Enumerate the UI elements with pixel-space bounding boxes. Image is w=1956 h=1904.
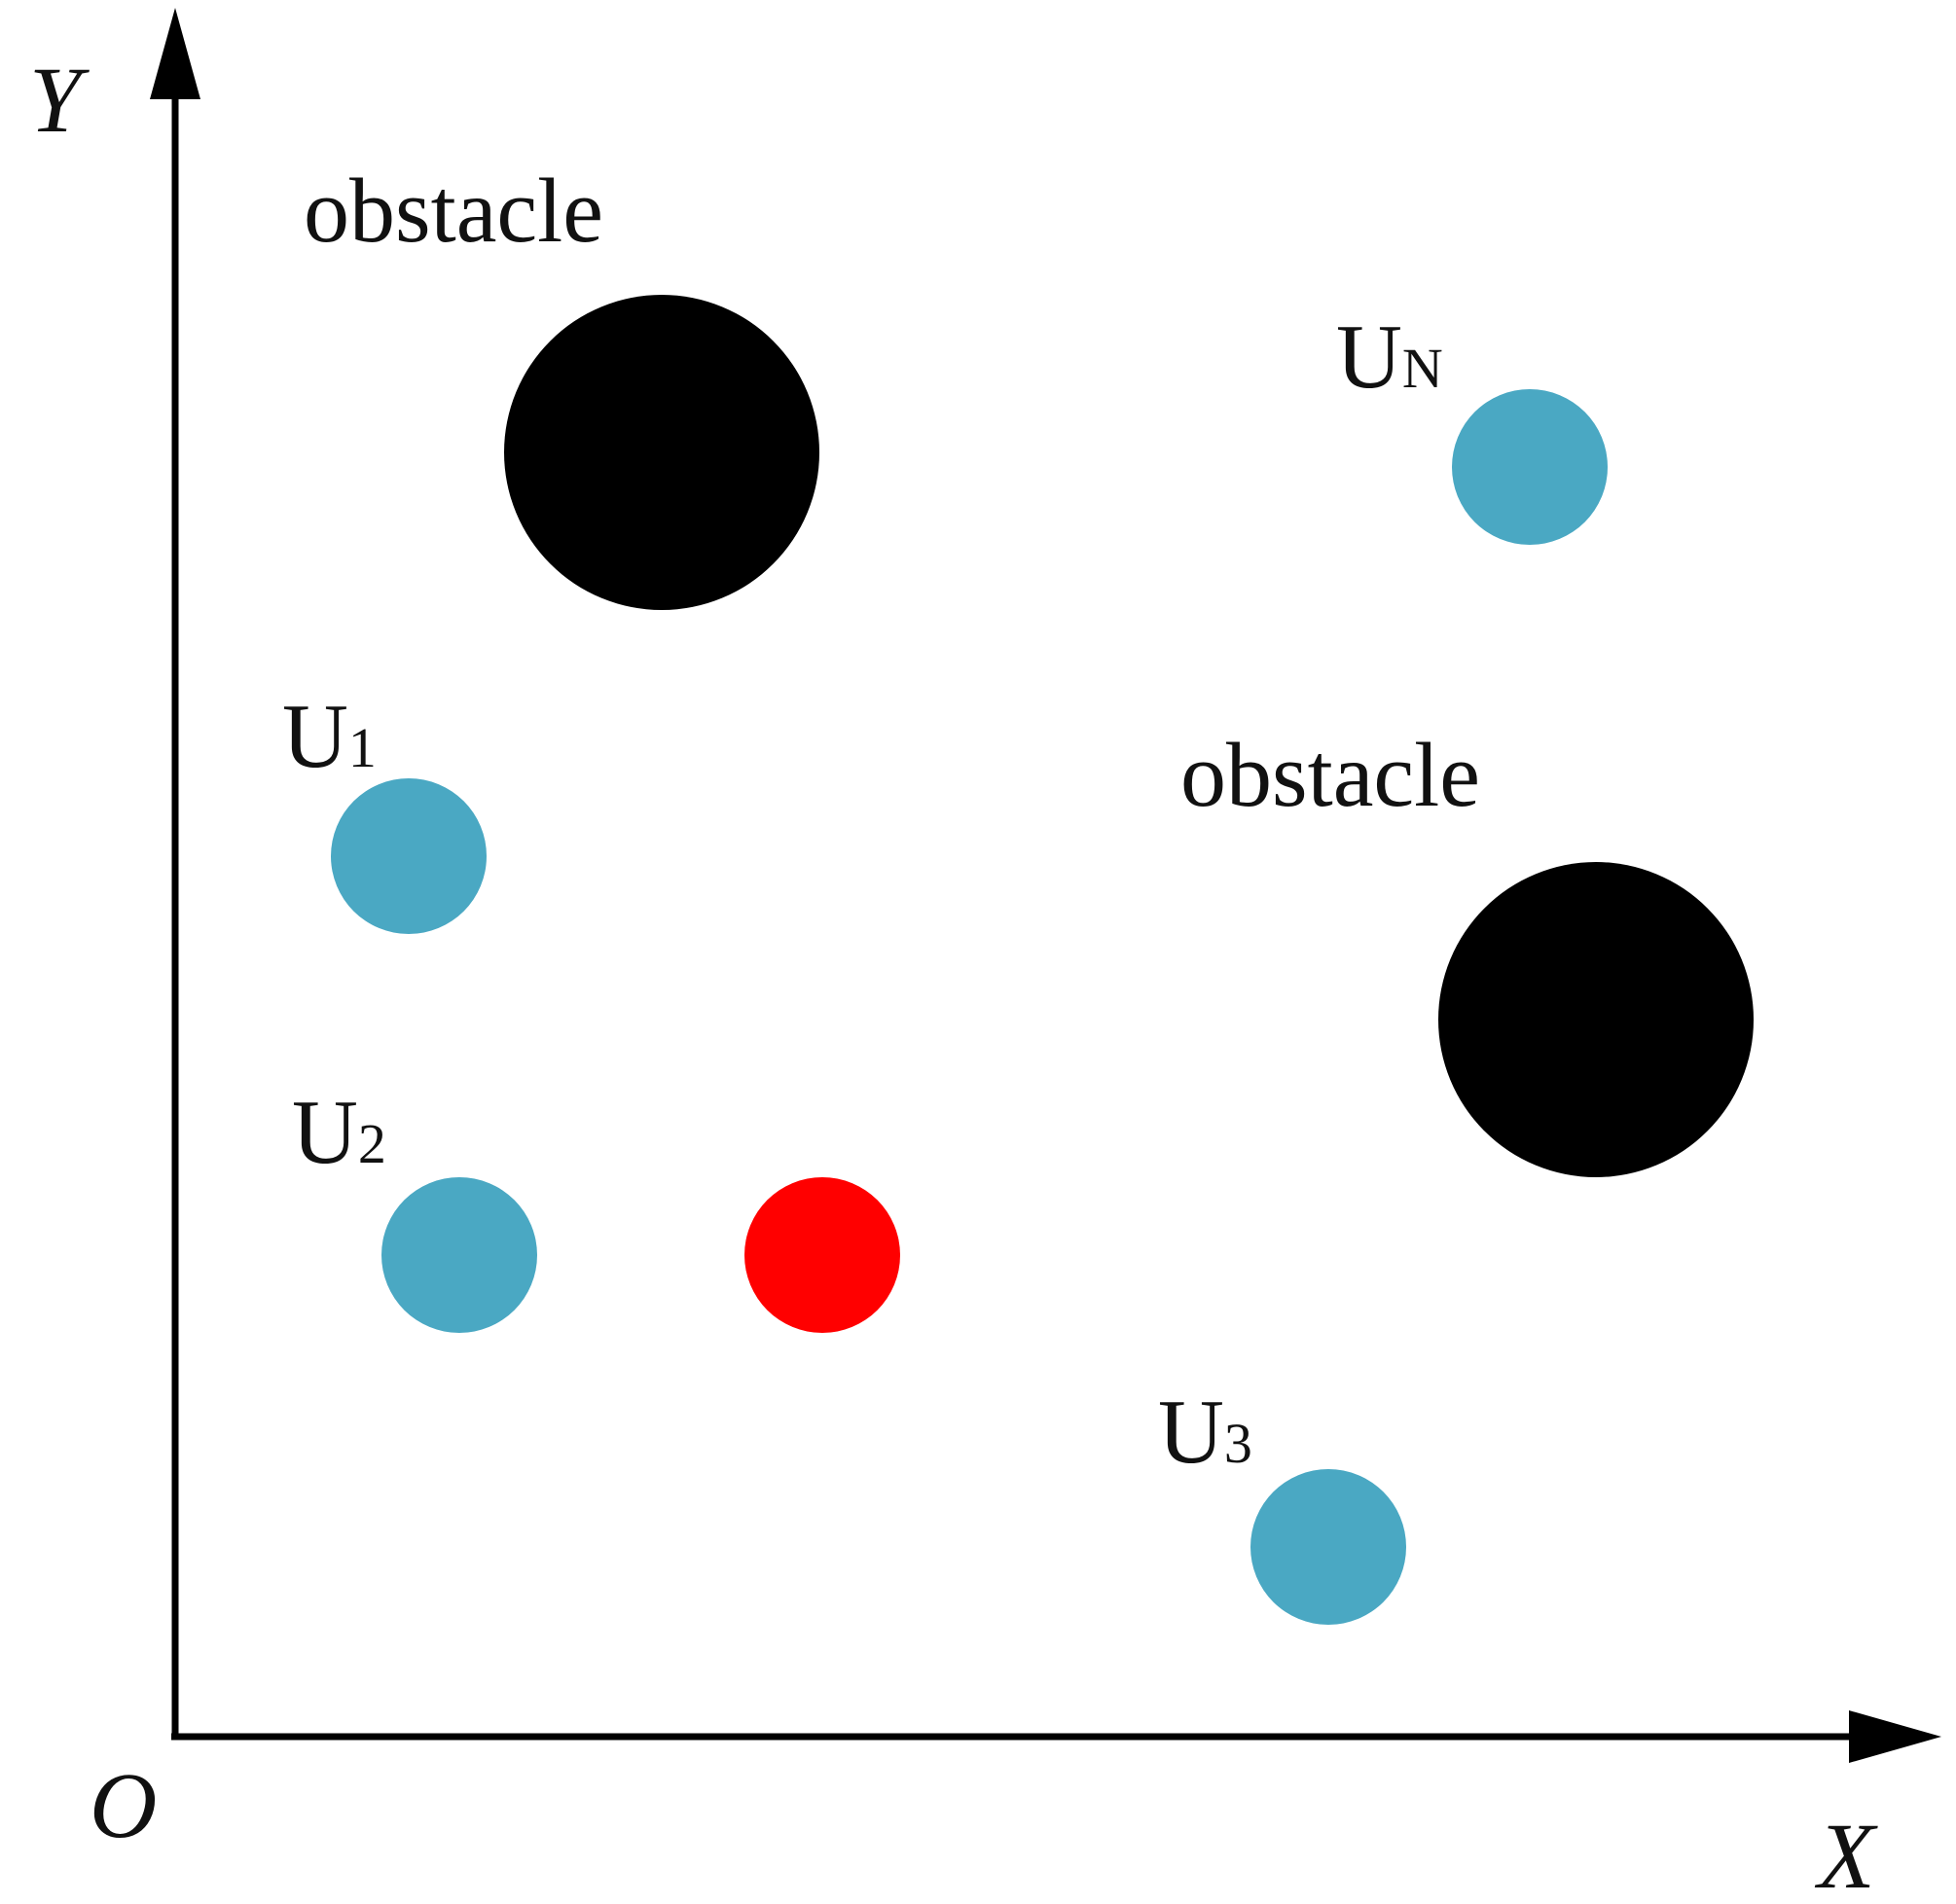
uav-un: UN [1336,306,1608,545]
uav-label: U2 [292,1082,386,1183]
uav-u3: U3 [1158,1382,1406,1625]
y-axis-arrow-icon [150,8,200,99]
obstacle-circle [504,295,819,610]
uav-u1: U1 [282,686,487,934]
uav-label-subscript: N [1402,337,1443,400]
uav-circle [331,778,487,934]
target-circle [744,1177,900,1333]
uav-label: U1 [282,686,377,787]
uav-label-base: U [282,686,348,787]
y-axis-label: Y [29,48,90,152]
x-axis-label: X [1814,1804,1878,1904]
uav-label-base: U [1158,1382,1224,1483]
uav-circle [1250,1469,1406,1625]
uav-label-subscript: 1 [348,716,377,779]
origin-label: O [90,1753,157,1857]
uav-label-base: U [1336,306,1402,408]
uav-group: U1 U2 U3 UN [282,306,1608,1625]
axes: Y X O [29,8,1941,1904]
obstacle-label: obstacle [1180,725,1480,826]
uav-label-subscript: 3 [1224,1412,1252,1475]
uav-label: U3 [1158,1382,1252,1483]
obstacle-label: obstacle [304,161,603,262]
uav-circle [1452,389,1608,545]
x-axis-arrow-icon [1849,1710,1941,1763]
obstacle-circle [1438,862,1754,1177]
uav-label: UN [1336,306,1443,408]
uav-label-base: U [292,1082,358,1183]
uav-u2: U2 [292,1082,537,1333]
uav-circle [381,1177,537,1333]
obstacle-group: obstacle obstacle [304,161,1754,1177]
uav-label-subscript: 2 [358,1112,386,1175]
